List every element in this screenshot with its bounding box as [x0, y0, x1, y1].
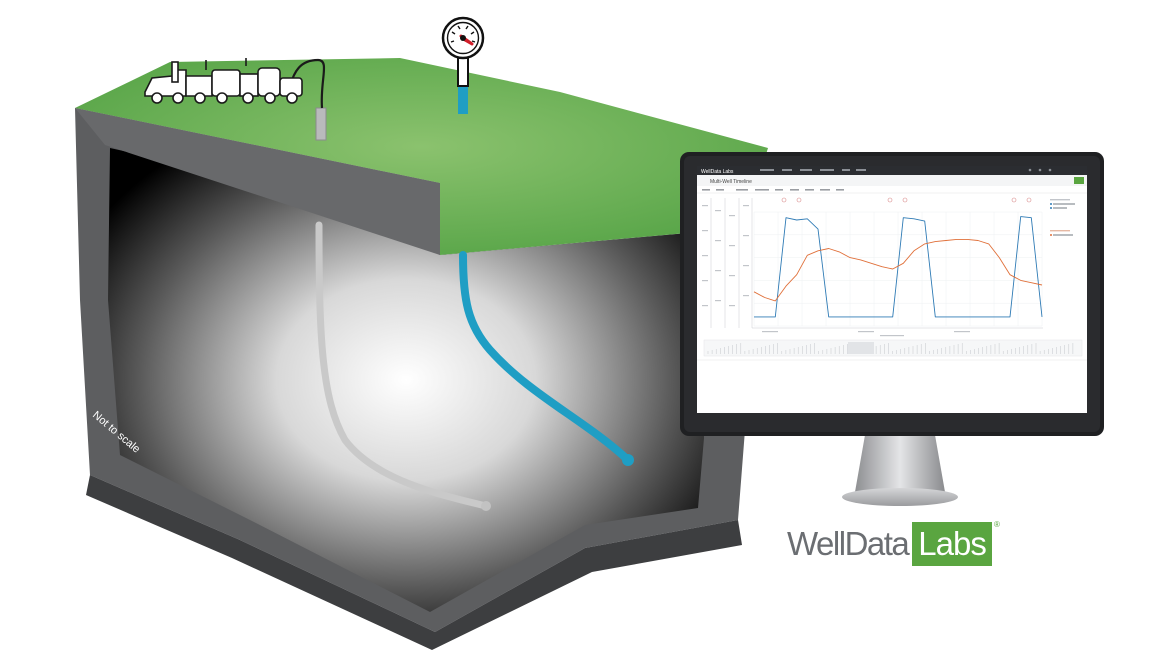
- welldata-labs-logo: Well Data Labs ®: [787, 520, 1000, 566]
- offset-wellhead: [315, 107, 327, 141]
- app-navbar: [697, 166, 1087, 175]
- logo-registered-mark: ®: [993, 520, 1000, 529]
- monitor: WellData Labs Multi-Well Timeline: [680, 152, 1104, 506]
- active-well-toe: [622, 454, 634, 466]
- chart-legend: [1050, 199, 1075, 236]
- active-wellbore: [459, 251, 632, 464]
- monitor-stand: [855, 435, 945, 492]
- app-logo: WellData Labs: [701, 169, 734, 175]
- active-well: [458, 86, 634, 466]
- offset-well: [288, 58, 491, 511]
- chart-y-axes: [710, 198, 753, 328]
- subsurface-cavity: [108, 148, 704, 612]
- logo-word-well: Well: [787, 525, 846, 562]
- pressure-gauge-icon: [441, 16, 485, 87]
- earth-block: [75, 58, 768, 650]
- pressure-line: [288, 58, 326, 109]
- app-page-title: Multi-Well Timeline: [710, 179, 752, 185]
- app-add-button: [1074, 177, 1084, 184]
- timeline-strip-ticks: [707, 343, 1074, 354]
- active-wellhead: [458, 86, 468, 114]
- logo-word-data: Data: [844, 525, 910, 562]
- chart-series-line-2: [753, 238, 1043, 302]
- timeline-chart: [700, 196, 1045, 337]
- rock-top-edge: [75, 108, 440, 255]
- chart-series-line-1: [754, 216, 1043, 318]
- offset-well-toe: [481, 501, 491, 511]
- offset-wellbore-path: [315, 221, 490, 510]
- grass-surface: [75, 58, 768, 255]
- stage-markers: [781, 197, 1032, 203]
- chart-series-lines: [753, 216, 1043, 318]
- rock-bottom-face: [86, 475, 742, 650]
- timeline-strip: [703, 339, 1083, 357]
- frac-fleet-icon: [144, 58, 303, 104]
- chart-gridlines: [753, 211, 1043, 327]
- monitor-base: [842, 488, 958, 506]
- logo-word-labs: Labs: [912, 522, 992, 566]
